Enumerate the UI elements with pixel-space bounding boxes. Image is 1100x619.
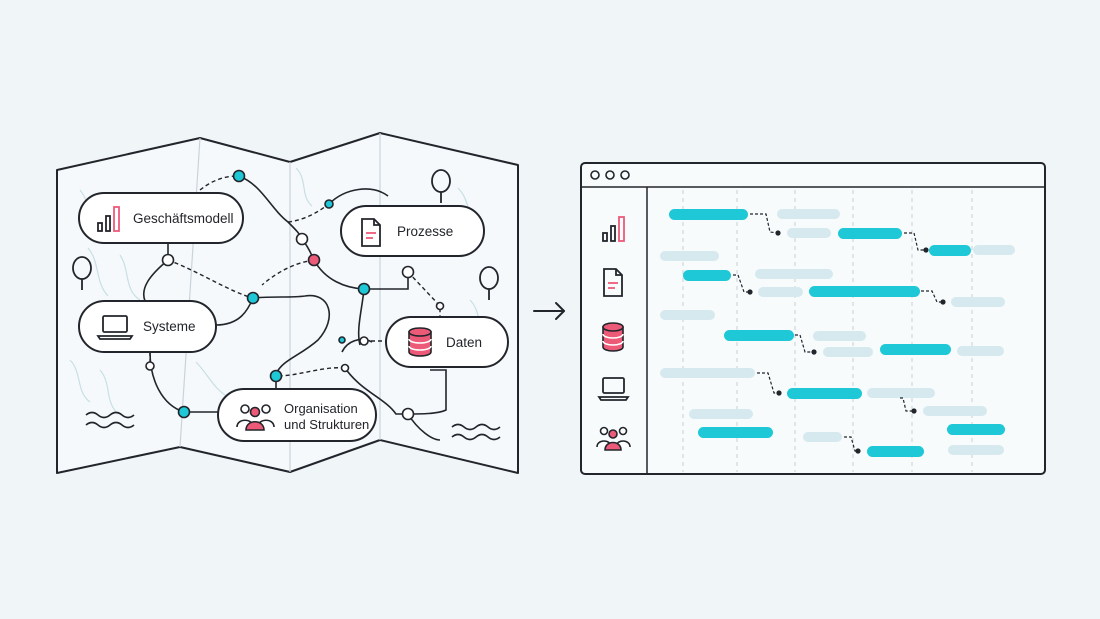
junction-open [435, 301, 445, 311]
timeline-bar [867, 388, 935, 398]
junction-open [401, 407, 415, 421]
document-icon [361, 218, 381, 247]
tree-icon [479, 266, 499, 300]
sidebar-document-icon[interactable] [603, 268, 623, 297]
timeline-bar [777, 209, 840, 219]
timeline-dependencies [733, 213, 943, 452]
node-organisation[interactable]: Organisation und Strukturen [217, 388, 377, 442]
timeline-bar [929, 245, 971, 256]
node-prozesse[interactable]: Prozesse [340, 205, 485, 257]
window-dot-3[interactable] [620, 170, 630, 180]
timeline-bar [823, 347, 873, 357]
timeline-bar [880, 344, 951, 355]
timeline-bar [758, 287, 803, 297]
sidebar-bar-chart-icon[interactable] [602, 216, 625, 242]
node-systeme[interactable]: Systeme [78, 300, 217, 353]
laptop-icon [96, 315, 134, 340]
timeline-bar [813, 331, 866, 341]
folded-map: Geschäftsmodell Prozesse Systeme [56, 132, 519, 474]
timeline-bars-light [660, 209, 1015, 455]
sidebar-database-icon[interactable] [602, 322, 624, 352]
junction-teal [246, 291, 260, 305]
node-daten[interactable]: Daten [385, 316, 509, 368]
timeline-bar [689, 409, 753, 419]
timeline-bar [838, 228, 902, 239]
tree-icon [431, 169, 451, 203]
database-icon [408, 327, 432, 357]
junction-teal [357, 282, 371, 296]
timeline-bar [809, 286, 920, 297]
junction-teal [177, 405, 191, 419]
timeline-bars-accent [669, 209, 1005, 457]
node-geschaeftsmodell[interactable]: Geschäftsmodell [78, 192, 244, 244]
timeline-bar [948, 445, 1004, 455]
timeline-bar [787, 228, 831, 238]
map-junctions [145, 169, 445, 421]
node-label: Systeme [143, 319, 196, 334]
timeline-bar [755, 269, 833, 279]
timeline-bar [660, 310, 715, 320]
node-label: Geschäftsmodell [133, 211, 234, 226]
water-waves-icon [451, 423, 501, 441]
timeline-bar [803, 432, 842, 442]
timeline-bar [669, 209, 748, 220]
junction-open [401, 265, 415, 279]
timeline-bar [957, 346, 1004, 356]
timeline-dependency-dots [747, 230, 946, 454]
timeline-bar [973, 245, 1015, 255]
junction-open [359, 336, 369, 346]
timeline-bar [660, 251, 719, 261]
timeline-bar [951, 297, 1005, 307]
node-label: und Strukturen [284, 417, 369, 432]
sidebar-people-icon[interactable] [596, 426, 631, 451]
junction-teal [269, 369, 283, 383]
timeline-bar [947, 424, 1005, 435]
bar-chart-icon [97, 206, 120, 232]
window-dot-2[interactable] [605, 170, 615, 180]
timeline-bar [724, 330, 794, 341]
junction-open [340, 363, 350, 373]
water-waves-icon [85, 411, 135, 429]
arrow-right-icon [533, 302, 565, 320]
timeline-bar [660, 368, 755, 378]
tree-icon [72, 256, 92, 290]
node-label: Organisation [284, 401, 358, 416]
timeline-bar [923, 406, 987, 416]
app-window [580, 162, 1046, 475]
node-label: Prozesse [397, 224, 453, 239]
junction-open [295, 232, 309, 246]
junction-open [145, 361, 155, 371]
people-icon [236, 404, 275, 431]
junction-teal [232, 169, 246, 183]
junction-teal [338, 336, 346, 344]
sidebar-laptop-icon[interactable] [597, 377, 630, 401]
junction-pink [307, 253, 321, 267]
window-dot-1[interactable] [590, 170, 600, 180]
timeline-bar [787, 388, 862, 399]
node-label: Daten [446, 335, 482, 350]
timeline-bar [683, 270, 731, 281]
junction-open [161, 253, 175, 267]
junction-teal [324, 199, 334, 209]
timeline-bar [867, 446, 924, 457]
timeline-bar [698, 427, 773, 438]
